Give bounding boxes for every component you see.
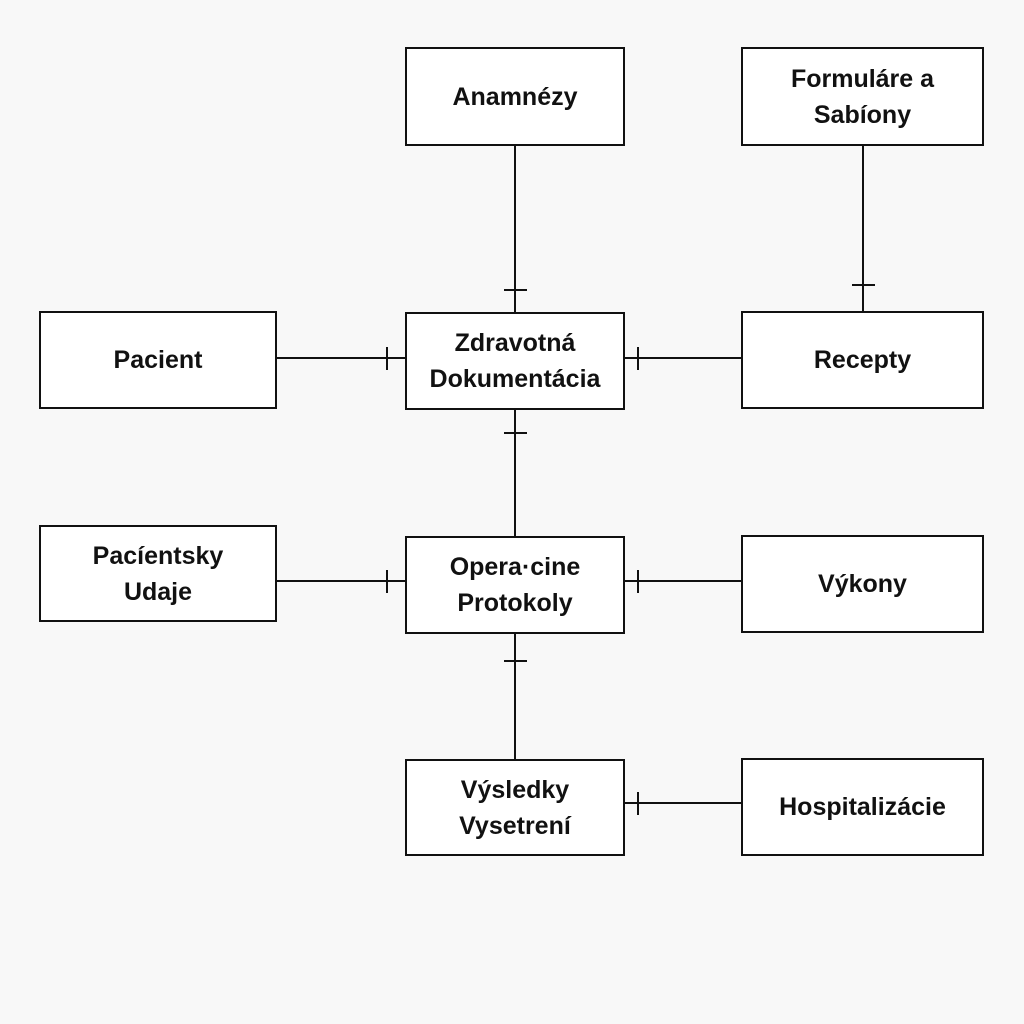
node-label: Zdravotná Dokumentácia: [429, 329, 601, 393]
node-pacientsky-udaje[interactable]: Pacíentsky Udaje: [39, 525, 277, 622]
node-label: Formuláre a Sabíony: [790, 64, 935, 129]
node-hospitalizacie[interactable]: Hospitalizácie: [741, 758, 984, 856]
node-vykony[interactable]: Výkony: [741, 535, 984, 633]
node-operacne-protokoly[interactable]: Opera·cine Protokoly: [405, 536, 625, 634]
node-label: Opera·cine Protokoly: [449, 553, 581, 617]
node-label: Výsledky Vysetrení: [459, 775, 571, 840]
node-label: Hospitalizácie: [779, 793, 946, 821]
node-formulare-a-sablony[interactable]: Formuláre a Sabíony: [741, 47, 984, 146]
node-label: Výkony: [818, 570, 907, 598]
node-label: Anamnézy: [452, 82, 578, 111]
node-anamnezy[interactable]: Anamnézy: [405, 47, 625, 146]
node-zdravotna-dokumentacia[interactable]: Zdravotná Dokumentácia: [405, 312, 625, 410]
node-pacient[interactable]: Pacient: [39, 311, 277, 409]
node-label: Pacient: [113, 346, 203, 374]
node-vysledky-vysetreni[interactable]: Výsledky Vysetrení: [405, 759, 625, 856]
node-label: Recepty: [813, 346, 912, 374]
node-label: Pacíentsky Udaje: [92, 541, 224, 606]
node-recepty[interactable]: Recepty: [741, 311, 984, 409]
